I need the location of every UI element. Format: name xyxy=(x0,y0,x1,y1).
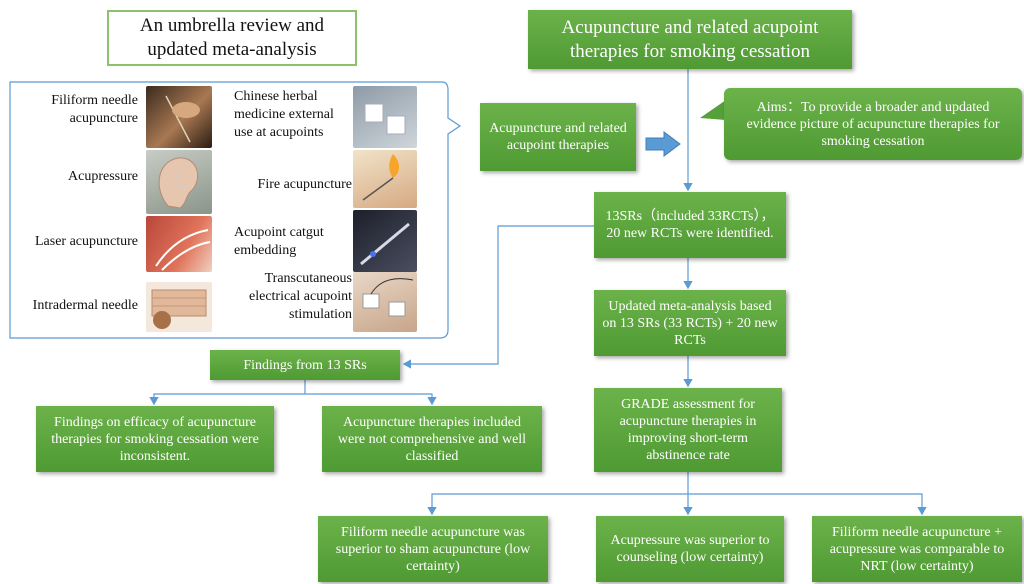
intervention-box: Acupuncture and related acupoint therapi… xyxy=(480,103,636,171)
aims-callout-text: Aims：To provide a broader and updated ev… xyxy=(746,99,1000,149)
aims-callout: Aims：To provide a broader and updated ev… xyxy=(724,88,1022,160)
therapy-panel-outline xyxy=(9,81,462,339)
therapy-label-laser: Laser acupuncture xyxy=(35,234,138,249)
findings-header-text: Findings from 13 SRs xyxy=(243,357,367,373)
herbal-patch-photo-icon xyxy=(353,86,417,148)
branch-results xyxy=(431,493,923,514)
step-meta-analysis: Updated meta-analysis based on 13 SRs (3… xyxy=(594,290,786,356)
intervention-arrow xyxy=(645,131,681,157)
intervention-box-text: Acupuncture and related acupoint therapi… xyxy=(489,121,627,153)
result-acupressure-vs-counseling-text: Acupressure was superior to counseling (… xyxy=(610,533,770,565)
step-meta-analysis-text: Updated meta-analysis based on 13 SRs (3… xyxy=(602,298,778,348)
therapy-label-herbal: Chinese herbal medicine external use at … xyxy=(234,89,334,140)
result-acupressure-vs-counseling: Acupressure was superior to counseling (… xyxy=(596,516,784,582)
laser-photo-icon xyxy=(146,216,212,272)
finding-inconsistent: Findings on efficacy of acupuncture ther… xyxy=(36,406,274,472)
result-filiform-vs-sham: Filiform needle acupuncture was superior… xyxy=(318,516,548,582)
fire-needle-photo-icon xyxy=(353,150,417,208)
ear-acupressure-photo-icon xyxy=(146,150,212,214)
step-srs-identified: 13SRs（included 33RCTs），20 new RCTs were … xyxy=(594,192,786,258)
finding-not-comprehensive-text: Acupuncture therapies included were not … xyxy=(337,414,527,464)
findings-header: Findings from 13 SRs xyxy=(210,350,400,380)
branch-findings xyxy=(153,393,433,404)
main-topic-title-text: Acupuncture and related acupoint therapi… xyxy=(561,16,819,62)
therapy-label-teas: Transcutaneous electrical acupoint stimu… xyxy=(249,271,352,322)
finding-inconsistent-text: Findings on efficacy of acupuncture ther… xyxy=(51,414,259,464)
umbrella-review-title-text: An umbrella review and updated meta-anal… xyxy=(139,15,325,60)
main-topic-title: Acupuncture and related acupoint therapi… xyxy=(528,10,852,69)
step-srs-identified-text: 13SRs（included 33RCTs），20 new RCTs were … xyxy=(605,209,775,241)
step-grade-assessment-text: GRADE assessment for acupuncture therapi… xyxy=(619,397,757,463)
therapy-label-acupressure: Acupressure xyxy=(68,169,138,184)
therapy-label-filiform: Filiform needle acupuncture xyxy=(51,93,138,126)
umbrella-review-title: An umbrella review and updated meta-anal… xyxy=(107,10,357,66)
therapy-label-intradermal: Intradermal needle xyxy=(32,298,138,313)
step-grade-assessment: GRADE assessment for acupuncture therapi… xyxy=(594,388,782,472)
catgut-photo-icon xyxy=(353,210,417,272)
therapy-label-fire: Fire acupuncture xyxy=(257,177,352,192)
electrode-photo-icon xyxy=(353,272,417,332)
therapy-label-catgut: Acupoint catgut embedding xyxy=(234,225,324,258)
needle-photo-icon xyxy=(146,86,212,148)
result-filiform-vs-sham-text: Filiform needle acupuncture was superior… xyxy=(335,524,531,574)
result-combination-vs-nrt: Filiform needle acupuncture + acupressur… xyxy=(812,516,1022,582)
intradermal-needle-photo-icon xyxy=(146,282,212,332)
aims-bubble-tail xyxy=(700,100,726,120)
connector-step1-to-findings xyxy=(402,225,594,369)
finding-not-comprehensive: Acupuncture therapies included were not … xyxy=(322,406,542,472)
result-combination-vs-nrt-text: Filiform needle acupuncture + acupressur… xyxy=(829,524,1005,574)
